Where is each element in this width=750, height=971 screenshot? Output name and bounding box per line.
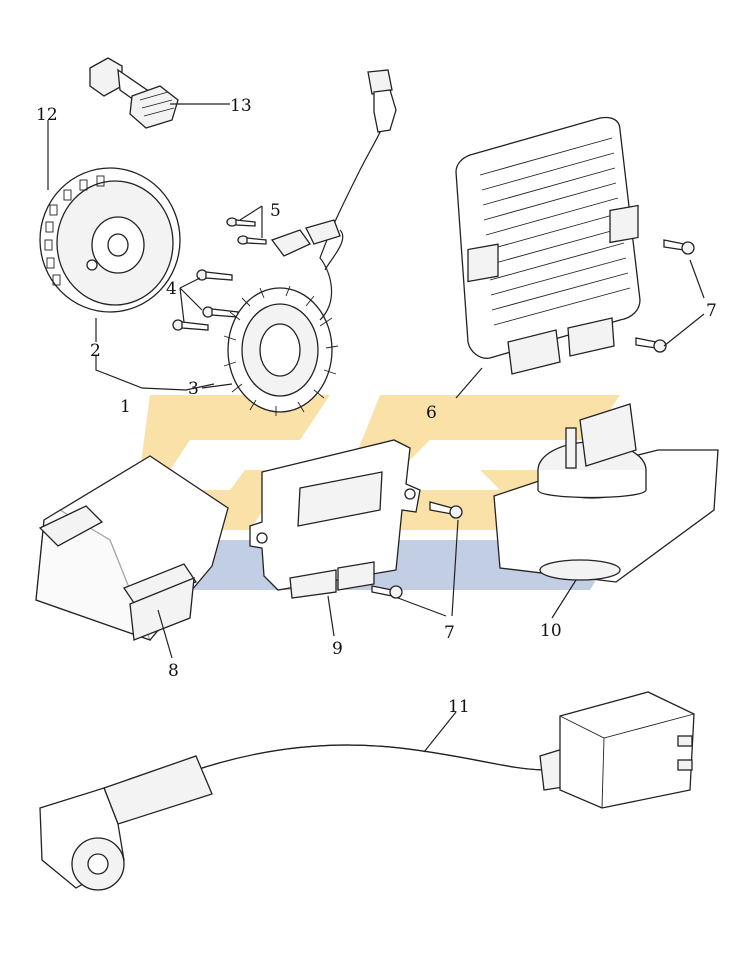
callout-3: 3: [188, 379, 199, 399]
part-6-regulator: [455, 116, 641, 375]
part-11-ht-lead: [39, 691, 695, 891]
callout-7-lower: 7: [444, 623, 455, 643]
callout-6: 6: [426, 403, 437, 423]
part-3-stator: [223, 69, 397, 416]
part-9-module: [249, 439, 421, 599]
callout-12: 12: [36, 105, 58, 125]
leader-lines: [47, 103, 705, 753]
callout-11: 11: [448, 697, 470, 717]
callout-7-upper: 7: [706, 301, 717, 321]
part-10-ignition-coil: [493, 403, 719, 583]
callout-labels: 12 13 5 4 2 3 1 6 7 8 9 7 10 11: [36, 96, 717, 717]
callout-4: 4: [166, 279, 177, 299]
part-12-flywheel: [39, 167, 181, 313]
part-13-bolt: [89, 57, 179, 129]
callout-2: 2: [90, 341, 101, 361]
part-5-screws: [226, 217, 267, 245]
callout-9: 9: [332, 639, 343, 659]
part-4-screws: [172, 269, 239, 331]
callout-5: 5: [270, 201, 281, 221]
part-7-bolts-upper: [635, 239, 695, 353]
callout-13: 13: [230, 96, 252, 116]
part-7-bolts-lower: [371, 501, 463, 599]
callout-8: 8: [168, 661, 179, 681]
part-8-cdi-box: [35, 455, 229, 642]
callout-10: 10: [540, 621, 562, 641]
callout-1: 1: [120, 397, 131, 417]
